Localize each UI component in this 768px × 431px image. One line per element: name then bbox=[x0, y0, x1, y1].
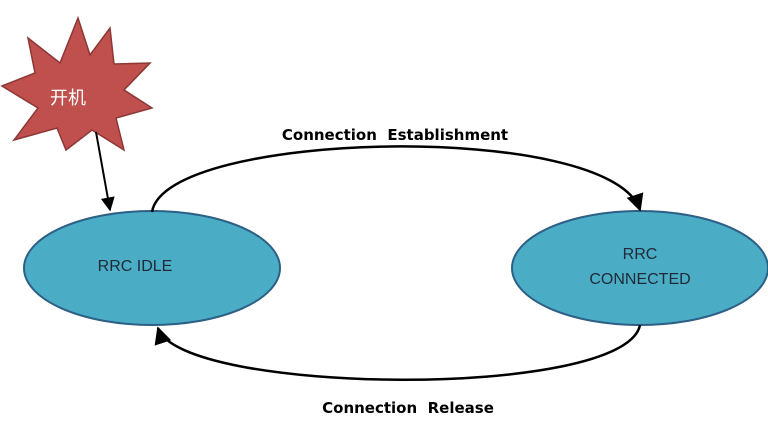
transition-release-label: Connection Release bbox=[322, 399, 494, 417]
transition-release: Connection Release bbox=[154, 324, 642, 417]
state-rrc-connected-shape bbox=[511, 210, 768, 326]
starburst-icon bbox=[0, 15, 154, 152]
state-rrc-connected-label-line2: CONNECTED bbox=[589, 271, 690, 288]
transition-release-arrow bbox=[154, 324, 642, 381]
state-rrc-idle-label: RRC IDLE bbox=[98, 258, 173, 275]
state-rrc-connected-label-line1: RRC bbox=[623, 246, 658, 263]
start-marker-label: 开机 bbox=[50, 88, 86, 109]
transition-establishment: Connection Establishment bbox=[150, 126, 644, 213]
state-rrc-idle: RRC IDLE bbox=[23, 210, 281, 326]
transition-establishment-label: Connection Establishment bbox=[282, 126, 508, 144]
state-rrc-connected: RRC CONNECTED bbox=[511, 210, 768, 326]
start-arrow bbox=[95, 131, 115, 212]
start-marker: 开机 bbox=[0, 15, 154, 152]
transition-establishment-arrow bbox=[150, 145, 644, 213]
